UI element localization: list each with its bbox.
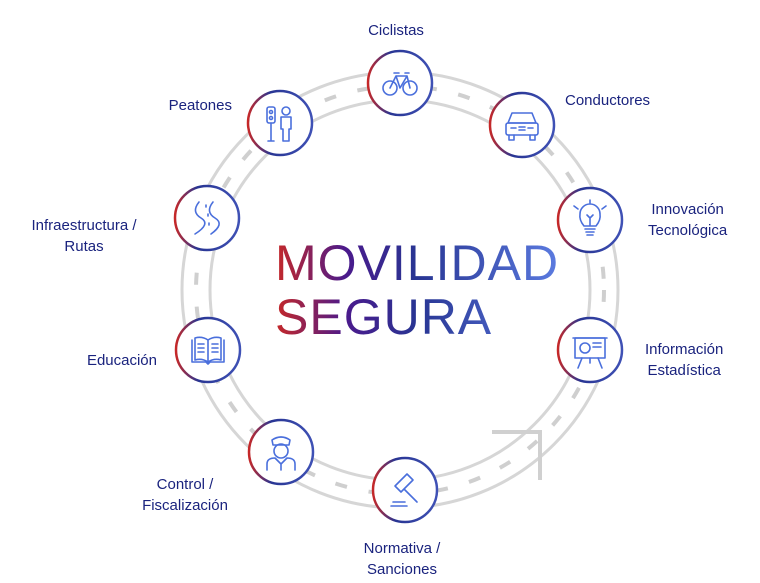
bicycle-icon	[382, 72, 418, 96]
traffic-light-pedestrian-icon	[266, 106, 292, 142]
label-ciclistas: Ciclistas	[368, 22, 424, 39]
node-traffic-light-pedestrian	[246, 89, 314, 157]
label-infraestructura: Infraestructura /Rutas	[31, 217, 137, 255]
node-lightbulb	[556, 186, 624, 254]
label-control: Control /Fiscalización	[142, 476, 228, 514]
node-car	[488, 91, 556, 159]
car-icon	[505, 112, 539, 141]
gavel-icon	[390, 473, 418, 507]
label-educacion: Educación	[86, 352, 157, 369]
node-police-officer	[247, 418, 315, 486]
title-line2: SEGURA	[275, 289, 493, 345]
arrow-head-icon	[492, 430, 542, 480]
road-icon	[194, 201, 220, 235]
lightbulb-icon	[573, 199, 607, 236]
node-book	[174, 316, 242, 384]
label-conductores: Conductores	[565, 92, 651, 109]
node-presentation-board	[556, 316, 624, 384]
node-road	[173, 184, 241, 252]
title-line1: MOVILIDAD	[275, 235, 560, 291]
node-bicycle	[366, 49, 434, 117]
node-gavel	[371, 456, 439, 524]
label-normativa: Normativa /Sanciones	[363, 540, 441, 578]
police-officer-icon	[266, 436, 296, 471]
presentation-board-icon	[572, 337, 608, 369]
book-icon	[191, 336, 225, 365]
label-peatones: Peatones	[168, 97, 232, 114]
